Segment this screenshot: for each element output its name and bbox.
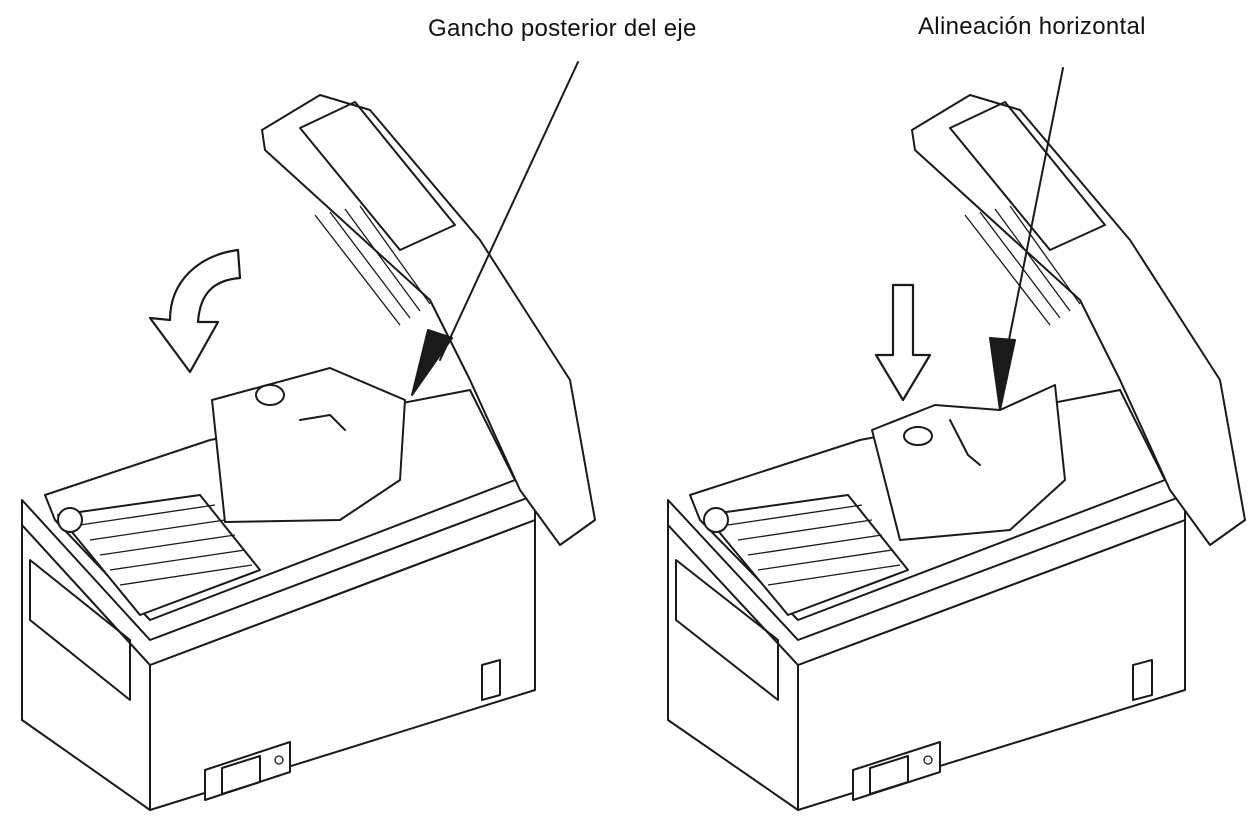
- curved-arrow-icon: [148, 248, 242, 374]
- paper-roll-holder-right: [871, 384, 1066, 541]
- callout-arrow-left: [411, 329, 453, 396]
- printer-lid-left: [261, 94, 596, 546]
- paper-roll-holder-left: [211, 367, 406, 523]
- power-switch-left: [204, 741, 291, 801]
- printer-left: [21, 61, 596, 811]
- printer-right: [667, 67, 1246, 811]
- power-switch-right: [852, 741, 941, 801]
- printer-lid-right: [911, 94, 1246, 546]
- down-arrow-icon: [874, 283, 932, 402]
- callout-arrow-right: [989, 337, 1016, 411]
- callout-label-horizontal-alignment: Alineación horizontal: [918, 13, 1146, 40]
- callout-label-rear-shaft-hook: Gancho posterior del eje: [428, 15, 697, 42]
